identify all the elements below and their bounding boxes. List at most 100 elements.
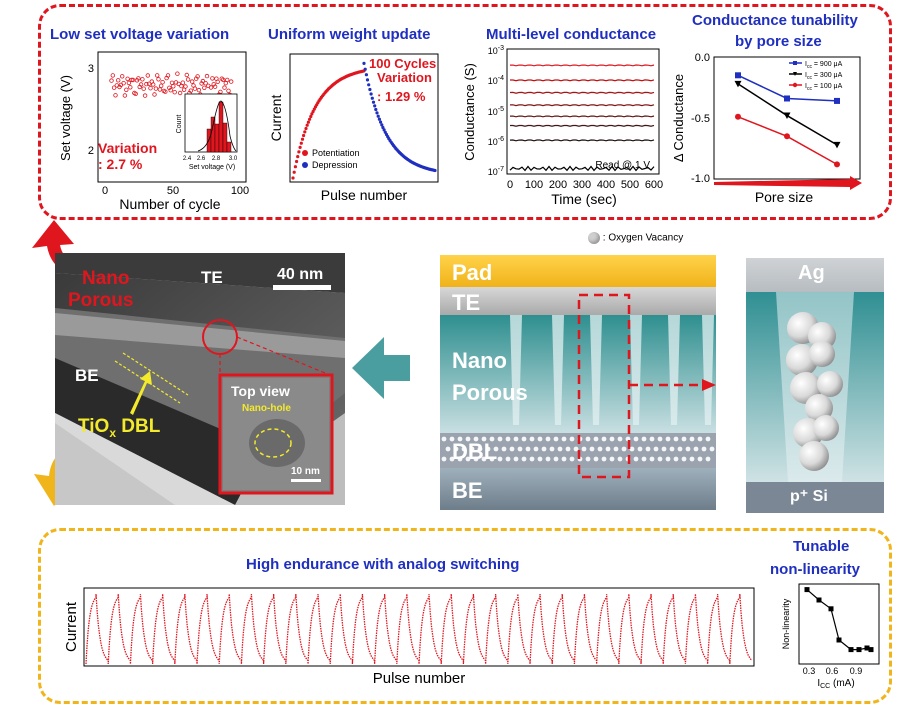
data-point xyxy=(196,87,202,93)
oxygen-vacancy-dot xyxy=(505,436,511,442)
data-point xyxy=(160,80,165,85)
data-point xyxy=(175,71,180,76)
red-curved-arrow xyxy=(32,220,94,280)
series-marker xyxy=(783,112,791,120)
pore-size-arrow xyxy=(714,176,862,190)
tem-te-label: TE xyxy=(201,268,223,287)
xtick: 500 xyxy=(621,179,639,191)
oxygen-vacancy-dot xyxy=(589,446,595,452)
oxygen-vacancy-dot xyxy=(553,436,559,442)
legend-300: Icc = 300 μA xyxy=(805,72,843,81)
depression-point xyxy=(382,128,386,132)
ytick-1e-4: 10-4 xyxy=(488,75,504,86)
potentiation-point xyxy=(305,123,309,127)
data-point xyxy=(199,81,204,86)
data-point xyxy=(220,77,226,82)
oxygen-vacancy-dot xyxy=(541,446,547,452)
oxygen-vacancy-dot xyxy=(673,456,679,462)
oxygen-vacancy-dot xyxy=(557,446,563,452)
depression-point xyxy=(381,125,385,130)
potentiation-point xyxy=(306,120,310,124)
inset-x-label: Set voltage (V) xyxy=(189,164,235,171)
oxygen-vacancy-dot xyxy=(581,446,587,452)
oxygen-vacancy-dot xyxy=(685,446,691,452)
data-point xyxy=(141,86,146,91)
oxygen-vacancy-dot xyxy=(445,446,451,452)
silver-ball xyxy=(809,341,835,367)
oxygen-vacancy-dot xyxy=(481,456,487,462)
potentiation-point xyxy=(309,114,313,119)
oxygen-vacancy-dot xyxy=(637,446,643,452)
oxygen-vacancy-dot xyxy=(585,456,591,462)
data-point xyxy=(122,93,128,98)
tem-scale-bar xyxy=(273,285,331,290)
inset-xtick: 3.0 xyxy=(229,156,238,162)
nonlinearity-marker xyxy=(816,597,822,603)
potentiation-point xyxy=(293,165,297,169)
oxygen-vacancy-dot xyxy=(677,446,683,452)
xtick: 100 xyxy=(525,179,543,191)
oxygen-vacancy-dot xyxy=(633,456,639,462)
oxygen-vacancy-dot xyxy=(649,456,655,462)
data-point xyxy=(184,72,189,78)
potentiation-point xyxy=(310,112,314,116)
data-point xyxy=(195,74,200,79)
oxygen-vacancy-dot xyxy=(489,436,495,442)
depression-point xyxy=(376,114,380,118)
data-point xyxy=(180,80,185,85)
panel-title-pore-line2: by pore size xyxy=(735,33,822,50)
data-point xyxy=(146,81,152,86)
ytick-1.0: -1.0 xyxy=(691,173,710,185)
ytick-0.5: -0.5 xyxy=(691,113,710,125)
oxygen-vacancy-dot xyxy=(501,446,507,452)
inset-xtick: 2.8 xyxy=(212,156,221,162)
xtick: 400 xyxy=(597,179,615,191)
data-point xyxy=(110,73,115,78)
inset-scale-bar xyxy=(291,479,321,482)
potentiation-point xyxy=(296,155,300,159)
layer-te: TE xyxy=(452,290,481,315)
data-point xyxy=(222,85,227,90)
data-point xyxy=(128,85,133,90)
data-point xyxy=(224,77,230,83)
data-point xyxy=(144,81,149,87)
layer-dbl: DBL xyxy=(452,439,498,464)
depression-point xyxy=(433,168,437,173)
depression-point xyxy=(367,83,371,87)
data-point xyxy=(176,81,181,87)
oxygen-vacancy-dot xyxy=(697,456,703,462)
data-point xyxy=(208,85,214,90)
silver-ball xyxy=(799,441,829,471)
potentiation-point xyxy=(298,145,302,149)
xtick-100: 100 xyxy=(231,185,249,197)
series-marker xyxy=(784,95,790,102)
x-axis-label: Pulse number xyxy=(321,187,408,203)
conductance-level-line xyxy=(510,64,655,67)
data-point xyxy=(153,86,159,91)
oxygen-vacancy-legend: : Oxygen Vacancy xyxy=(588,232,683,244)
data-point xyxy=(163,89,168,94)
inset-xtick: 2.6 xyxy=(197,156,206,162)
data-point xyxy=(203,81,208,86)
nonlinearity-marker xyxy=(864,645,870,651)
oxygen-vacancy-dot xyxy=(681,456,687,462)
data-point xyxy=(171,84,176,89)
silver-ball xyxy=(808,322,836,350)
series-marker xyxy=(734,80,742,88)
silver-ball xyxy=(817,371,843,397)
oxygen-vacancy-dot xyxy=(537,456,543,462)
depression-point xyxy=(362,61,366,65)
oxygen-vacancy-dot xyxy=(517,446,523,452)
oxygen-vacancy-dot xyxy=(569,436,575,442)
oxygen-vacancy-dot xyxy=(565,446,571,452)
pore-zoom xyxy=(746,258,884,513)
x-axis-label: Time (sec) xyxy=(551,191,617,207)
panel-title-pore-line1: Conductance tunability xyxy=(692,12,858,29)
series-line xyxy=(737,116,838,166)
conductance-level-line xyxy=(509,91,655,94)
oxygen-vacancy-dot xyxy=(701,446,707,452)
panel-title-tunable: Tunable xyxy=(793,538,850,555)
endurance-chart: Current Pulse number xyxy=(63,587,755,687)
silver-ball xyxy=(813,415,839,441)
oxygen-vacancy-dot xyxy=(521,456,527,462)
